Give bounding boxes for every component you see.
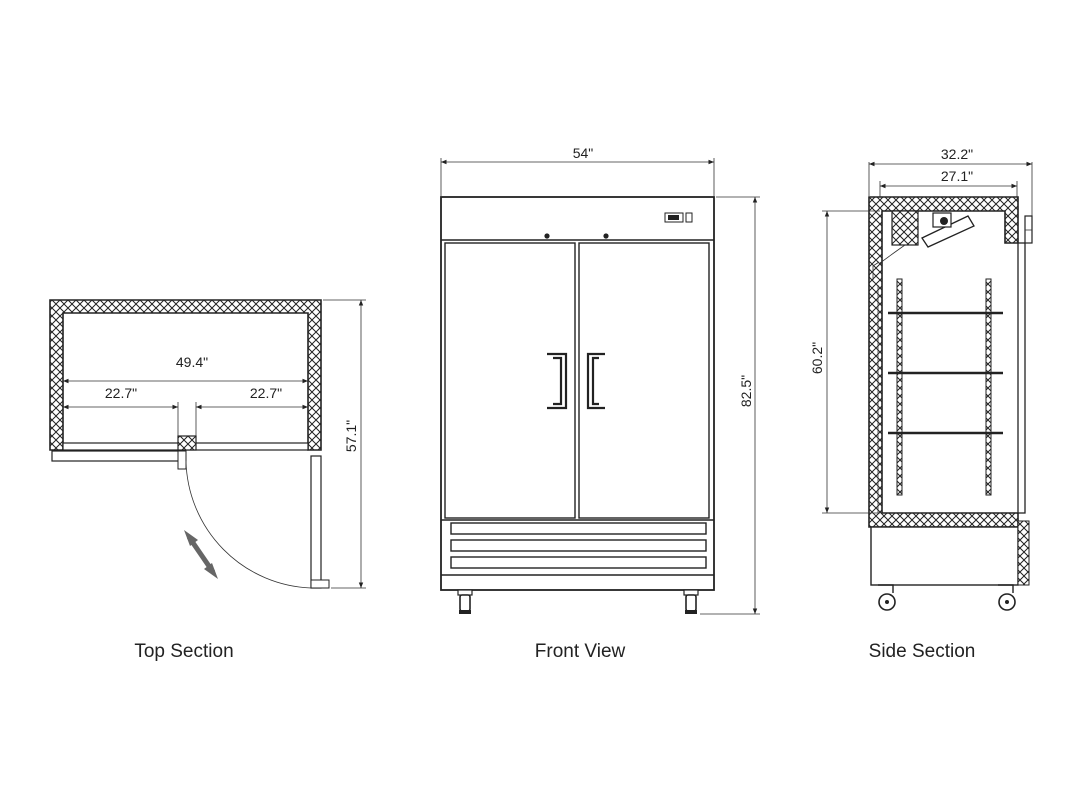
- side-rear-caster-icon: [878, 584, 896, 611]
- temperature-controller-icon: [664, 212, 693, 223]
- front-grille: [441, 519, 714, 576]
- evaporator-coil: [891, 210, 919, 246]
- side-section-view: 32.2" 27.1": [809, 146, 1033, 662]
- top-section-insulated-wall: [49, 299, 322, 451]
- front-height-dimension: 82.5": [738, 375, 754, 407]
- top-section-caption: Top Section: [134, 641, 233, 662]
- front-width-dimension: 54": [573, 145, 594, 161]
- top-section-right-door-open: [310, 455, 322, 589]
- front-cabinet-outline: [440, 196, 715, 591]
- side-door: [1017, 242, 1026, 514]
- right-door-lock: [603, 233, 609, 239]
- top-section-center-mullion: [177, 435, 197, 451]
- top-width-dimension: 49.4": [176, 354, 208, 370]
- shelf-pilasters: [896, 278, 992, 496]
- front-right-door: [578, 242, 710, 519]
- side-section-caption: Side Section: [869, 641, 976, 662]
- top-depth-dimension: 57.1": [343, 420, 359, 452]
- right-door-handle-icon: [586, 352, 605, 410]
- front-view-caption: Front View: [535, 641, 626, 662]
- side-front-caster-icon: [998, 584, 1016, 611]
- top-right-compartment-dimension: 22.7": [250, 385, 282, 401]
- front-view: 54": [440, 145, 760, 662]
- top-section-view: 49.4" 22.7" 22.7" 57.1" Top Section: [49, 299, 366, 662]
- top-section-left-door: [51, 450, 186, 462]
- side-front-grille: [1017, 520, 1030, 586]
- top-left-compartment-dimension: 22.7": [105, 385, 137, 401]
- left-door-lock: [544, 233, 550, 239]
- side-outer-depth-dimension: 32.2": [941, 146, 973, 162]
- side-inner-height-dimension: 60.2": [809, 342, 825, 374]
- evaporator-fan-icon: [921, 212, 975, 248]
- front-left-door: [444, 242, 576, 519]
- shelves: [888, 311, 1003, 435]
- left-door-handle-icon: [547, 352, 568, 410]
- front-left-caster-icon: [457, 589, 473, 614]
- side-section-insulated-shell: [868, 196, 1019, 528]
- door-swing-arc: [185, 460, 312, 589]
- door-swing-arrow-icon: [184, 530, 218, 579]
- side-base-housing: [870, 526, 1019, 586]
- front-right-caster-icon: [683, 589, 699, 614]
- side-inner-depth-dimension: 27.1": [941, 168, 973, 184]
